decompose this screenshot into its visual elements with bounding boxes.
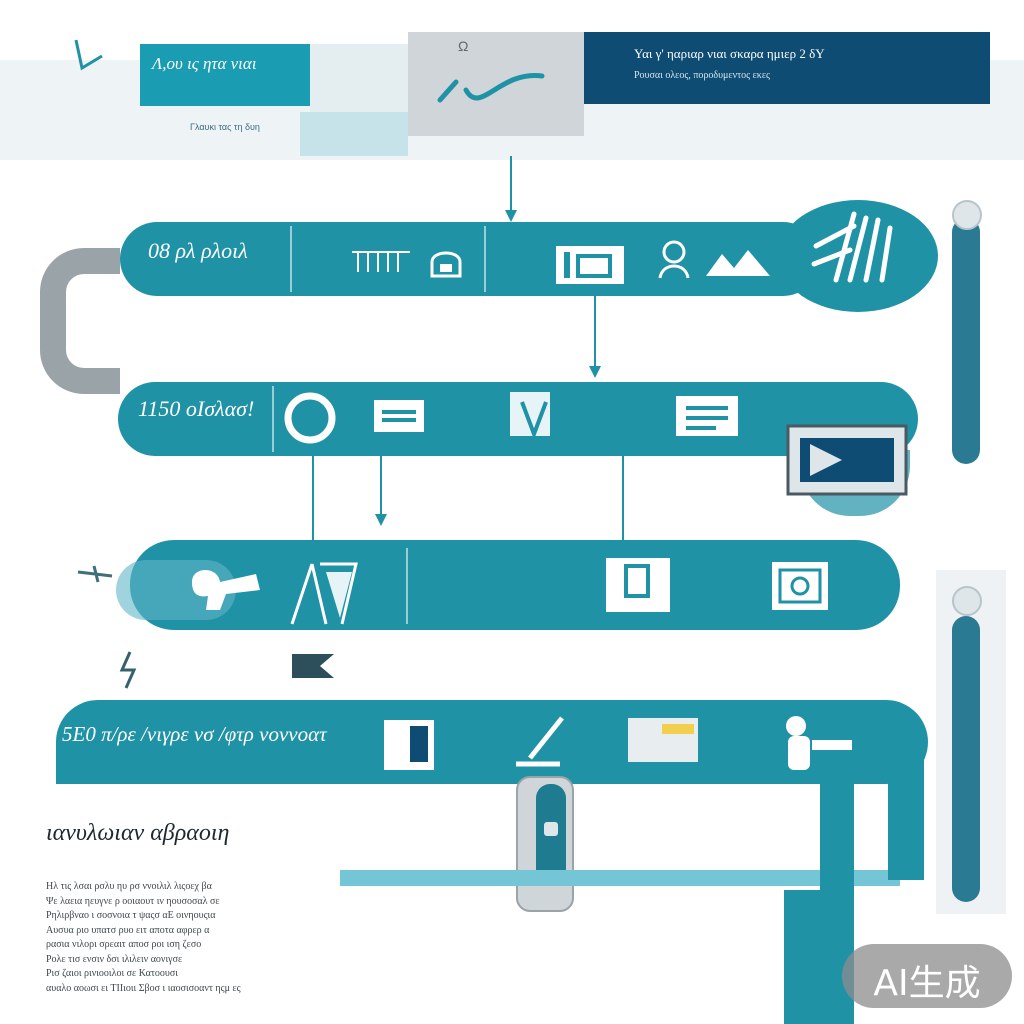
left-bracket bbox=[40, 248, 120, 394]
document-icon bbox=[628, 718, 698, 762]
band-4 bbox=[56, 700, 928, 784]
person-icon bbox=[658, 240, 690, 279]
bird-icon bbox=[74, 39, 103, 71]
flag-icon bbox=[292, 654, 334, 678]
right-tube-bottom-knob bbox=[952, 586, 982, 616]
header-badge: Ω bbox=[458, 38, 469, 54]
footer-paragraph-line: αυαλο αοωσι ει ΤΙΙιοιι Σβοσ ι ιαοσισοαντ… bbox=[46, 982, 241, 994]
header-left-title: Λ,ου ις ητα νιαι bbox=[152, 54, 257, 73]
header-left-caption: Γλαυκι τας τη δυη bbox=[190, 122, 260, 132]
footer-heading: ιανυλωιαν αβραοιη bbox=[46, 820, 230, 846]
connector-arrow bbox=[375, 514, 387, 526]
footer-connector-slot bbox=[544, 822, 558, 836]
lock-icon bbox=[430, 251, 462, 278]
footer-paragraph-line: Αυσυα ριο υπατσ ρυο ειτ αποτα αφρερ α bbox=[46, 924, 210, 936]
ring-icon bbox=[284, 392, 336, 444]
band-2-label: 1150 οΙσλασ! bbox=[138, 396, 255, 421]
connector-line bbox=[622, 456, 624, 540]
bottom-pipe-h bbox=[340, 870, 900, 886]
cylinder-icon bbox=[384, 720, 434, 770]
connector-line bbox=[380, 456, 382, 520]
right-tube-top bbox=[952, 218, 980, 464]
connector-line bbox=[594, 296, 596, 370]
mountain-icon bbox=[706, 250, 770, 276]
header-left-title-block bbox=[140, 44, 310, 106]
window-icon bbox=[772, 562, 828, 610]
band-1-divider bbox=[290, 226, 292, 292]
header-right-line1: Υαι γ' ηαριαρ νιαι σκαρα ημιερ 2 δΥ bbox=[634, 46, 825, 61]
chat-icon bbox=[676, 396, 738, 436]
footer-paragraph-line: Ψε λαεια ηευγνε ρ οοιαουτ ιν ηουσοσαλ σε bbox=[46, 895, 220, 907]
header-small-block-accent bbox=[300, 112, 408, 156]
building-icon bbox=[352, 251, 410, 272]
band-1 bbox=[120, 222, 820, 296]
connector-line bbox=[312, 456, 314, 540]
connector-line bbox=[510, 156, 512, 214]
plug-icon bbox=[192, 570, 260, 610]
bottom-pipe-v3 bbox=[784, 890, 824, 1024]
footer-paragraph-line: ρασια νιλορι σρεαιτ αποσ ροι ιση ζεσο bbox=[46, 939, 202, 950]
right-tube-top-knob bbox=[952, 200, 982, 230]
bottom-pipe-v2 bbox=[888, 740, 924, 880]
band-3-divider bbox=[406, 548, 408, 624]
ai-generated-watermark bbox=[842, 944, 1012, 1008]
band-1-divider bbox=[484, 226, 486, 292]
box-icon bbox=[606, 558, 670, 612]
header-center-panel bbox=[408, 32, 584, 136]
footer-paragraph-line: Ρολε τισ ενσιν δσι ιλιλειν αονιγσε bbox=[46, 953, 183, 965]
band-2-divider bbox=[272, 386, 274, 452]
tool-icon bbox=[510, 392, 550, 440]
sunburst-icon bbox=[811, 211, 893, 283]
footer-paragraph-line: Ηλ τις λσαι ρσλυ ηυ ρσ ννοιλιλ λιςοεχ βα bbox=[46, 881, 212, 892]
pin-icon bbox=[77, 565, 113, 583]
ai-generated-watermark-text: AI生成 bbox=[873, 963, 981, 1004]
right-tube-bottom bbox=[952, 616, 980, 902]
header-right-block bbox=[584, 32, 990, 104]
footer-paragraph-line: Ρισ ζαιοι ρινιοοιλοι σε Κατοουσι bbox=[46, 968, 178, 979]
header-right-line2: Ρουσαι ολεος, ποροδυμεντος εκες bbox=[634, 70, 771, 81]
footer-paragraph-line: Ρηλιρβναο ι σοσνοια τ ψαςσ αΕ οινηουςια bbox=[46, 910, 216, 921]
monitor-icon bbox=[786, 424, 908, 496]
spark-icon bbox=[119, 651, 137, 689]
server-icon bbox=[374, 400, 424, 432]
band-4-label: 5Ε0 π/ρε /νιγρε νσ /φτρ νοννοατ bbox=[62, 722, 327, 746]
id-card-icon bbox=[556, 246, 624, 284]
footer-paragraph: Ηλ τις λσαι ρσλυ ηυ ρσ ννοιλιλ λιςοεχ βα… bbox=[46, 880, 302, 996]
connector-arrow bbox=[589, 366, 601, 378]
wave-icon bbox=[437, 73, 545, 103]
tent-icon bbox=[290, 562, 358, 625]
robot-icon bbox=[786, 716, 852, 770]
band-1-label: 08 ρλ ρλοιλ bbox=[148, 238, 248, 263]
arrow-up-icon bbox=[516, 716, 564, 767]
connector-arrow bbox=[505, 210, 517, 222]
